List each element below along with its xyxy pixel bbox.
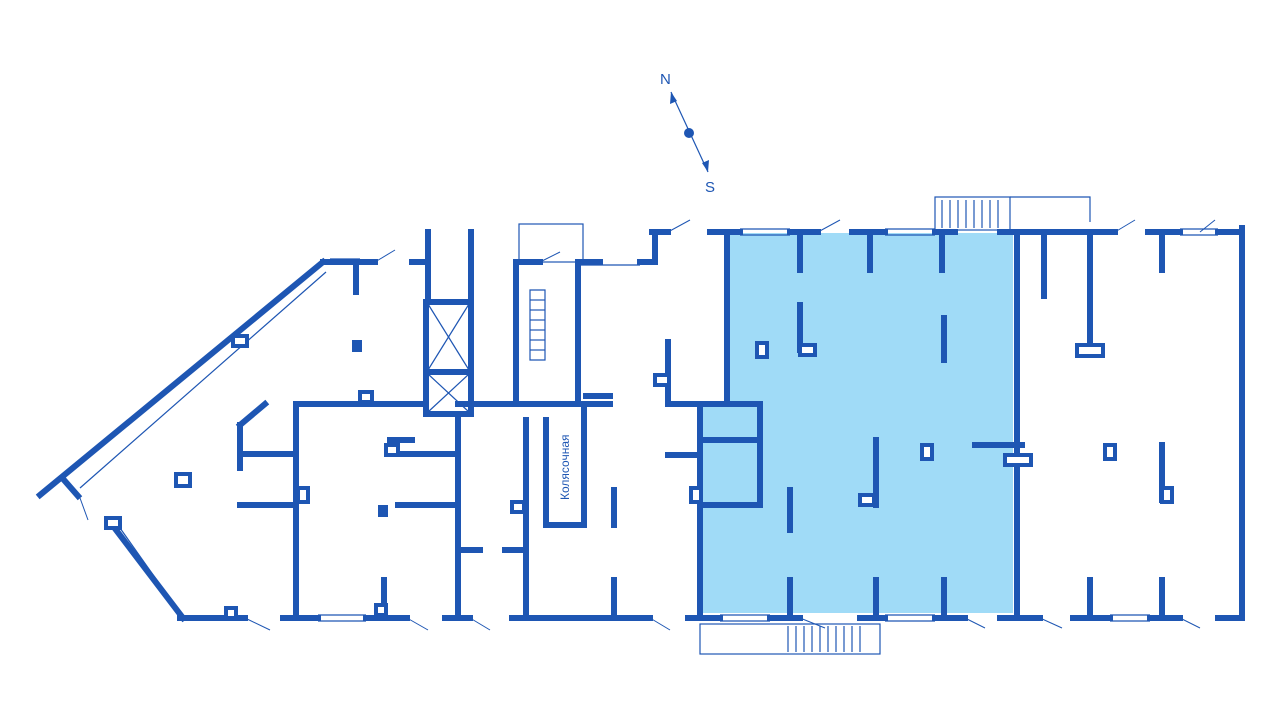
entrance-stairs	[518, 196, 1091, 655]
stairs-top	[941, 200, 999, 228]
interior-walls	[235, 229, 1165, 616]
highlighted-unit[interactable]	[700, 233, 1013, 613]
doors	[79, 219, 1216, 631]
south-label: S	[705, 179, 715, 196]
elevator-core	[423, 229, 613, 417]
stroller-room-label: Колясочная	[558, 435, 572, 501]
stairs-bottom	[787, 626, 861, 652]
pillars	[104, 340, 1174, 620]
compass-center-icon	[684, 128, 694, 138]
window-block	[231, 334, 249, 348]
exterior-walls	[35, 225, 1245, 623]
compass: N S	[660, 71, 715, 196]
north-label: N	[660, 71, 671, 88]
